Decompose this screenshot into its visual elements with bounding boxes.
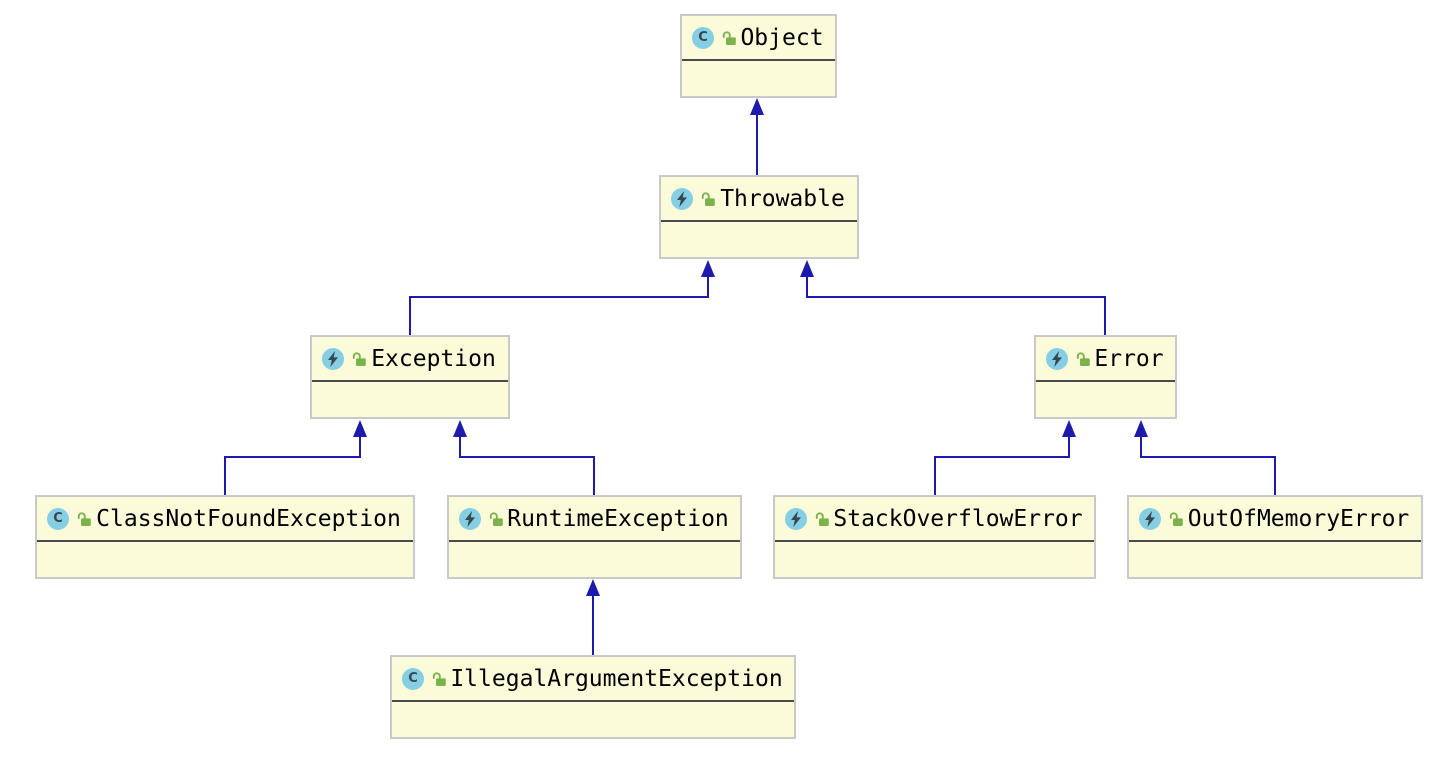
- class-title-row: Exception: [312, 337, 508, 382]
- class-node-illegalargumentexception[interactable]: C IllegalArgumentException: [390, 655, 796, 739]
- exception-icon: [322, 347, 344, 370]
- unlocked-padlock-icon: [721, 30, 737, 46]
- edge-error-extends-throwable: [800, 260, 1106, 335]
- class-name-label: RuntimeException: [507, 505, 729, 532]
- edge-classnotfoundexception-extends-exception: [224, 420, 367, 495]
- class-members-compartment: [449, 542, 740, 575]
- exception-icon: [671, 187, 693, 210]
- class-name-label: IllegalArgumentException: [450, 665, 783, 692]
- class-title-row: RuntimeException: [449, 497, 740, 542]
- class-members-compartment: [312, 382, 508, 415]
- edge-outofmemoryerror-extends-error: [1134, 420, 1276, 495]
- class-title-row: Throwable: [661, 177, 857, 222]
- class-members-compartment: [682, 61, 835, 94]
- class-icon: C: [47, 507, 69, 530]
- class-members-compartment: [392, 702, 794, 735]
- class-title-row: StackOverflowError: [775, 497, 1094, 542]
- class-title-row: OutOfMemoryError: [1129, 497, 1421, 542]
- class-name-label: OutOfMemoryError: [1187, 505, 1410, 532]
- class-members-compartment: [37, 542, 413, 575]
- class-node-object[interactable]: C Object: [680, 14, 837, 98]
- class-name-label: ClassNotFoundException: [96, 505, 401, 532]
- class-node-stackoverflowerror[interactable]: StackOverflowError: [773, 495, 1096, 579]
- class-name-label: Object: [740, 24, 824, 51]
- class-members-compartment: [775, 542, 1094, 575]
- edge-illegalargumentexception-extends-runtimeexception: [586, 579, 600, 655]
- class-name-label: Throwable: [720, 185, 845, 212]
- unlocked-padlock-icon: [488, 511, 504, 527]
- class-icon-letter: C: [53, 511, 63, 526]
- class-node-exception[interactable]: Exception: [310, 335, 510, 419]
- class-node-runtimeexception[interactable]: RuntimeException: [447, 495, 742, 579]
- class-icon-letter: C: [408, 671, 418, 686]
- class-node-throwable[interactable]: Throwable: [659, 175, 859, 259]
- exception-icon: [785, 507, 807, 530]
- unlocked-padlock-icon: [76, 511, 92, 527]
- unlocked-padlock-icon: [351, 351, 367, 367]
- edge-stackoverflowerror-extends-error: [934, 420, 1076, 495]
- class-name-label: Error: [1094, 345, 1164, 372]
- class-node-outofmemoryerror[interactable]: OutOfMemoryError: [1127, 495, 1423, 579]
- unlocked-padlock-icon: [431, 671, 447, 687]
- exception-icon: [459, 507, 481, 530]
- unlocked-padlock-icon: [1075, 351, 1091, 367]
- edge-runtimeexception-extends-exception: [453, 420, 595, 495]
- class-name-label: Exception: [371, 345, 496, 372]
- class-title-row: Error: [1036, 337, 1175, 382]
- edge-exception-extends-throwable: [409, 260, 715, 335]
- unlocked-padlock-icon: [814, 511, 830, 527]
- class-node-classnotfoundexception[interactable]: C ClassNotFoundException: [35, 495, 415, 579]
- class-members-compartment: [1036, 382, 1175, 415]
- class-node-error[interactable]: Error: [1034, 335, 1177, 419]
- class-icon: C: [692, 26, 714, 49]
- class-members-compartment: [1129, 542, 1421, 575]
- class-icon: C: [402, 667, 424, 690]
- unlocked-padlock-icon: [1168, 511, 1184, 527]
- class-name-label: StackOverflowError: [833, 505, 1083, 532]
- class-members-compartment: [661, 222, 857, 255]
- exception-icon: [1139, 507, 1161, 530]
- class-title-row: C Object: [682, 16, 835, 61]
- edge-throwable-extends-object: [750, 98, 764, 175]
- class-icon-letter: C: [698, 30, 708, 45]
- exception-icon: [1046, 347, 1068, 370]
- class-title-row: C ClassNotFoundException: [37, 497, 413, 542]
- class-title-row: C IllegalArgumentException: [392, 657, 794, 702]
- unlocked-padlock-icon: [700, 191, 716, 207]
